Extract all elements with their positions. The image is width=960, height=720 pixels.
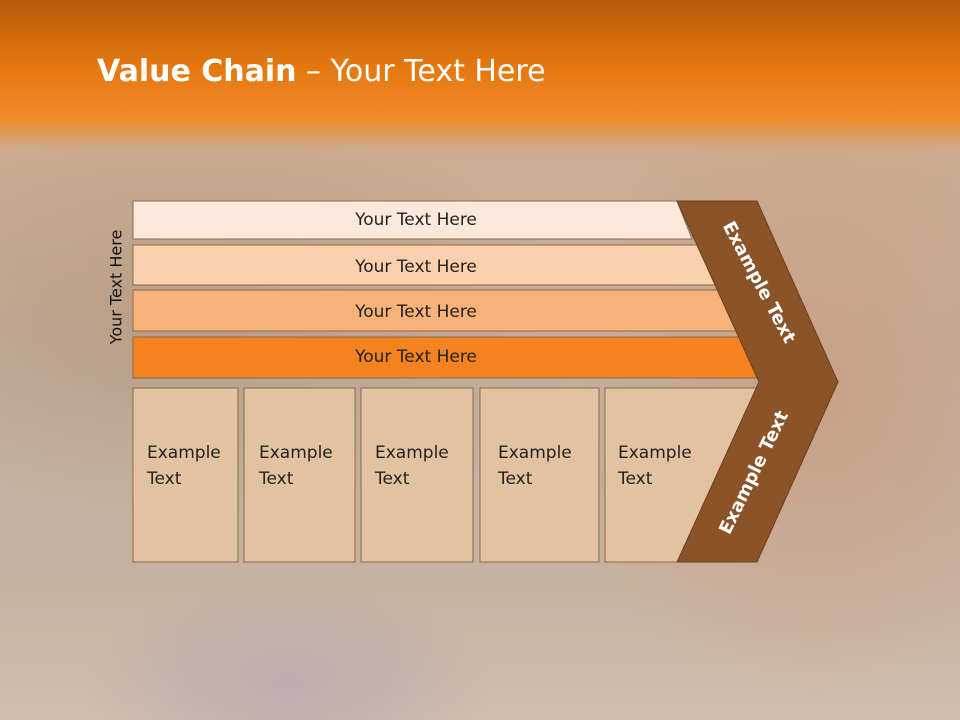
reflection-cell-1-line1: Example [147, 662, 221, 682]
reflection-cell-4 [479, 562, 600, 720]
reflection-cell-4-line1: Example [498, 662, 572, 682]
title-bar [0, 0, 960, 150]
cell-2-line2: Text [258, 469, 294, 489]
cell-4-line2: Text [497, 469, 533, 489]
cell-4-line1: Example [498, 443, 572, 463]
bar-1-label: Your Text Here [354, 210, 477, 230]
cell-3-line2: Text [374, 469, 410, 489]
reflection-cell-4-line2: Text [497, 636, 533, 656]
bar-2-label: Your Text Here [354, 257, 477, 277]
chevron-arrow [676, 200, 839, 563]
bar-4-label: Your Text Here [354, 347, 477, 367]
reflection-cell-2-line2: Text [258, 636, 294, 656]
reflection-cell-3-line1: Example [375, 662, 449, 682]
reflection-cell-1-line2: Text [146, 636, 182, 656]
reflection-cell-2 [243, 562, 356, 720]
cell-5-line1: Example [618, 443, 692, 463]
cell-2-line1: Example [259, 443, 333, 463]
cell-4 [479, 387, 600, 563]
reflection-cell-2-line1: Example [259, 662, 333, 682]
title-rest: – Your Text Here [296, 54, 546, 89]
cell-5-line2: Text [617, 469, 653, 489]
reflection-chevron [677, 563, 828, 720]
cell-3 [360, 387, 474, 563]
title-bold: Value Chain [97, 54, 297, 89]
slide-title: Value Chain – Your Text Here [97, 54, 546, 89]
diagram-reflection: Example Text Example Text Example Text E… [132, 562, 828, 720]
reflection-cell-1 [132, 562, 239, 720]
cell-1-line2: Text [146, 469, 182, 489]
cell-3-line1: Example [375, 443, 449, 463]
bar-3-label: Your Text Here [354, 302, 477, 322]
reflection-cell-5-line2: Text [617, 636, 653, 656]
reflection-cell-3-line2: Text [374, 636, 410, 656]
cell-2 [243, 387, 356, 563]
reflection-cell-5-line1: Example [618, 662, 692, 682]
cell-1 [132, 387, 239, 563]
cell-1-line1: Example [147, 443, 221, 463]
bar-1 [132, 200, 693, 240]
reflection-cell-3 [360, 562, 474, 720]
